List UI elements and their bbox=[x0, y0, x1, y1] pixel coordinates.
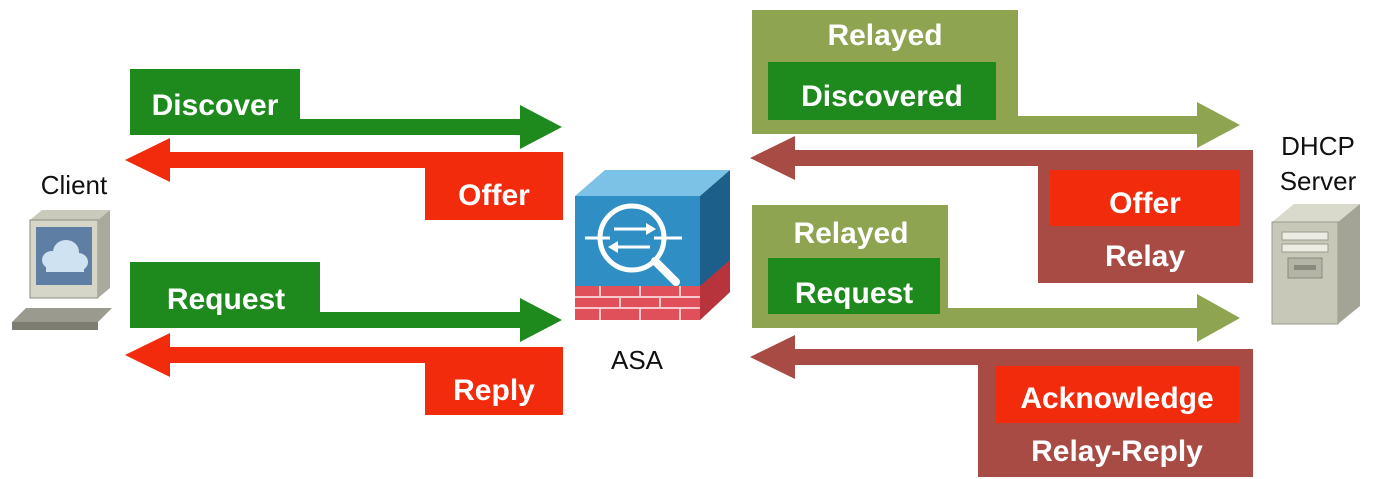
relay-reply-inner-label: Acknowledge bbox=[1020, 382, 1213, 415]
discover-arrow bbox=[130, 69, 562, 149]
dhcp-server-icon bbox=[1271, 204, 1360, 325]
asa-firewall-icon bbox=[575, 170, 730, 320]
offer-label: Offer bbox=[458, 179, 530, 212]
relayed-request-inner-label: Request bbox=[795, 277, 913, 310]
request-label: Request bbox=[167, 283, 285, 316]
client-label: Client bbox=[41, 170, 108, 200]
offer-relay-inner-label: Offer bbox=[1109, 187, 1181, 220]
reply-arrow bbox=[125, 333, 563, 415]
discover-label: Discover bbox=[152, 89, 279, 122]
offer-arrow bbox=[125, 138, 563, 220]
client-computer-icon bbox=[12, 210, 112, 330]
relay-reply-outer-label: Relay-Reply bbox=[1031, 435, 1203, 468]
reply-label: Reply bbox=[453, 374, 535, 407]
relayed-discovered-arrow bbox=[752, 10, 1240, 148]
asa-label: ASA bbox=[611, 345, 664, 375]
relay-reply-arrow bbox=[750, 335, 1253, 477]
relayed-discovered-inner-label: Discovered bbox=[801, 80, 963, 113]
server-label-line1: DHCP bbox=[1281, 131, 1355, 161]
request-arrow bbox=[130, 262, 562, 342]
server-label-line2: Server bbox=[1280, 166, 1357, 196]
relayed-request-outer-label: Relayed bbox=[793, 217, 908, 250]
offer-relay-outer-label: Relay bbox=[1105, 240, 1185, 273]
relayed-request-arrow bbox=[752, 205, 1240, 342]
relayed-discovered-outer-label: Relayed bbox=[827, 19, 942, 52]
offer-relay-arrow bbox=[750, 136, 1253, 283]
